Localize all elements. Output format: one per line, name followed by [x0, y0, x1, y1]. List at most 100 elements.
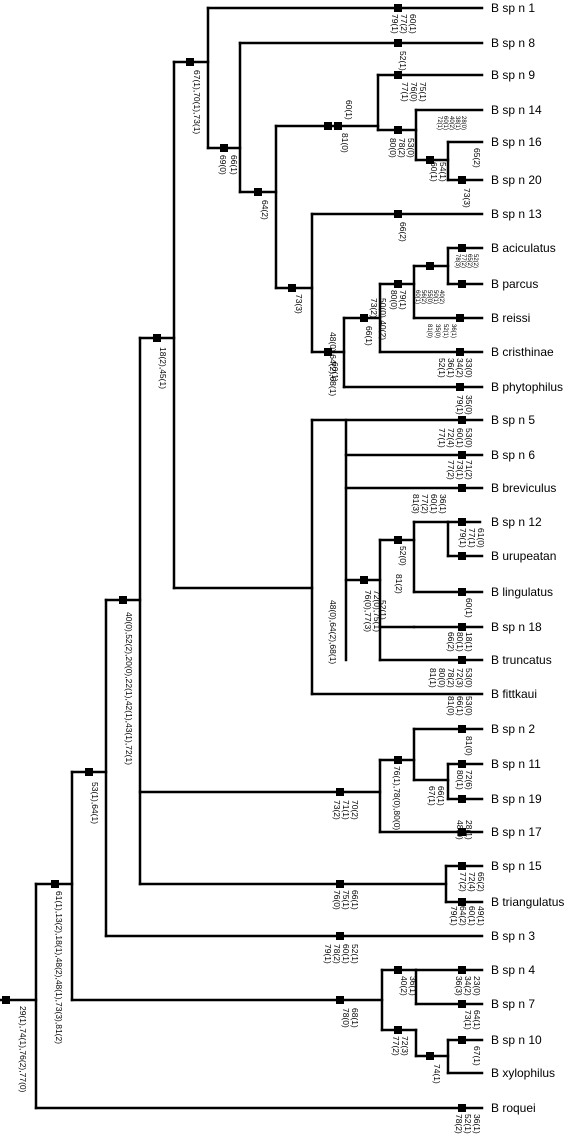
character-state-label: 60(1) — [341, 944, 351, 964]
synapomorphy-marker — [336, 788, 344, 796]
character-state-label: 40(2) — [438, 290, 444, 304]
taxon-label: B sp n 13 — [491, 207, 542, 221]
synapomorphy-marker — [426, 1052, 434, 1060]
character-state-label: 77(1) — [467, 528, 477, 548]
character-state-label: 79(1) — [323, 944, 333, 964]
taxon-label: B sp n 11 — [491, 757, 541, 771]
character-state-label: 60(1) — [467, 906, 477, 926]
character-state-label: 33(0) — [464, 358, 474, 378]
character-state-label: 69(0) — [218, 155, 228, 175]
synapomorphy-marker — [426, 156, 434, 164]
synapomorphy-marker — [456, 314, 464, 322]
character-state-label: 76(0) — [332, 890, 342, 910]
taxon-label: B sp n 20 — [491, 173, 542, 187]
character-state-label: 64(2) — [260, 200, 270, 220]
character-state-label: 76(0),77(3) — [363, 590, 373, 632]
character-state-label: 18(2),45(1) — [158, 347, 168, 389]
taxon-label: B sp n 12 — [491, 515, 542, 529]
synapomorphy-marker — [458, 518, 466, 526]
character-state-label: 77(2) — [420, 494, 430, 514]
character-state-label: 50(1) — [432, 290, 438, 304]
character-state-label: 61(1),13(2),18(1),48(2),48(1),73(3),81(2… — [54, 891, 64, 1044]
taxon-label: B sp n 8 — [491, 36, 535, 50]
synapomorphy-marker — [458, 1104, 466, 1112]
character-state-label: 35(0) — [464, 395, 474, 415]
character-state-label: 78(2) — [397, 138, 407, 158]
character-state-label: 64(1) — [472, 1010, 482, 1030]
synapomorphy-marker — [458, 176, 466, 184]
taxon-label: B sp n 16 — [491, 135, 542, 149]
taxon-label: B sp n 7 — [491, 997, 535, 1011]
synapomorphy-marker — [458, 244, 466, 252]
character-state-label: 54(1) — [438, 162, 448, 182]
synapomorphy-marker — [456, 348, 464, 356]
synapomorphy-marker — [186, 58, 194, 66]
character-state-label: 75(1) — [418, 82, 428, 102]
character-state-label: 79(1) — [390, 14, 400, 34]
character-state-label: 40(2) — [448, 116, 454, 130]
synapomorphy-marker — [458, 416, 466, 424]
character-state-label: 72(1) — [436, 116, 442, 130]
taxon-label: B triangulatus — [491, 895, 564, 909]
synapomorphy-marker — [119, 596, 127, 604]
synapomorphy-marker — [324, 122, 332, 130]
character-state-label: 79(1) — [458, 528, 468, 548]
character-state-label: 53(0) — [464, 668, 474, 688]
character-state-label: 66(2) — [446, 632, 456, 652]
character-state-label: 80(0) — [437, 668, 447, 688]
taxon-label: B breviculus — [491, 481, 556, 495]
character-state-label: 52(1) — [463, 1114, 473, 1134]
character-state-label: 72(0),75(1) — [372, 590, 382, 632]
synapomorphy-marker — [288, 284, 296, 292]
character-state-label: 56(2) — [420, 290, 426, 304]
character-state-label: 78(2) — [446, 668, 456, 688]
character-state-label: 64(2) — [458, 906, 468, 926]
taxon-label: B sp n 3 — [491, 929, 535, 943]
synapomorphy-marker — [456, 383, 464, 391]
character-state-label: 23(0) — [472, 976, 482, 996]
taxon-label: B sp n 6 — [491, 448, 535, 462]
synapomorphy-marker — [458, 1036, 466, 1044]
character-state-label: 73(1) — [455, 460, 465, 480]
character-state-label: 36(1) — [438, 494, 448, 514]
character-state-label: 78(2) — [332, 944, 342, 964]
character-state-label: 67(1) — [472, 1046, 482, 1066]
character-state-label: 73(1) — [463, 1010, 473, 1030]
character-state-label: 73(3) — [462, 188, 472, 208]
character-state-label: 60(1) — [464, 598, 474, 618]
character-state-label: 66(2) — [398, 222, 408, 242]
character-state-label: 48(0) — [455, 820, 465, 840]
character-state-label: 78(0) — [341, 1008, 351, 1028]
synapomorphy-marker — [394, 210, 402, 218]
character-state-label: 74(1) — [432, 1064, 442, 1084]
character-state-label: 60(1) — [330, 362, 340, 382]
taxon-label: B phytophilus — [491, 380, 563, 394]
synapomorphy-marker — [458, 1000, 466, 1008]
character-state-label: 66(1) — [455, 696, 465, 716]
character-state-label: 53(0) — [464, 428, 474, 448]
character-state-label: 60(1) — [344, 100, 354, 120]
character-state-label: 28(1) — [464, 820, 474, 840]
taxon-label: B sp n 15 — [491, 859, 542, 873]
synapomorphy-marker — [336, 996, 344, 1004]
synapomorphy-marker — [153, 334, 161, 342]
character-state-label: 71(2) — [464, 460, 474, 480]
character-state-label: 77(2) — [460, 254, 466, 268]
taxon-label: B truncatus — [491, 653, 552, 667]
taxon-label: B sp n 14 — [491, 103, 542, 117]
taxon-label: B sp n 19 — [491, 792, 542, 806]
character-state-label: 29(1),74(1),76(2),77(0) — [18, 1006, 28, 1093]
character-state-label: 52(1) — [442, 324, 448, 338]
synapomorphy-marker — [394, 536, 402, 544]
character-state-label: 50(0),40(2) — [378, 298, 388, 340]
synapomorphy-marker — [394, 71, 402, 79]
character-state-label: 73(2) — [332, 800, 342, 820]
character-state-label: 67(1),70(1),73(1) — [192, 70, 202, 134]
character-state-label: 72(6) — [464, 770, 474, 790]
synapomorphy-marker — [458, 280, 466, 288]
character-state-label: 52(1) — [350, 944, 360, 964]
character-state-label: 71(1) — [341, 800, 351, 820]
character-state-label: 53(1),64(1) — [90, 782, 100, 824]
character-state-label: 79(1) — [449, 906, 459, 926]
character-state-label: 77(2) — [399, 14, 409, 34]
